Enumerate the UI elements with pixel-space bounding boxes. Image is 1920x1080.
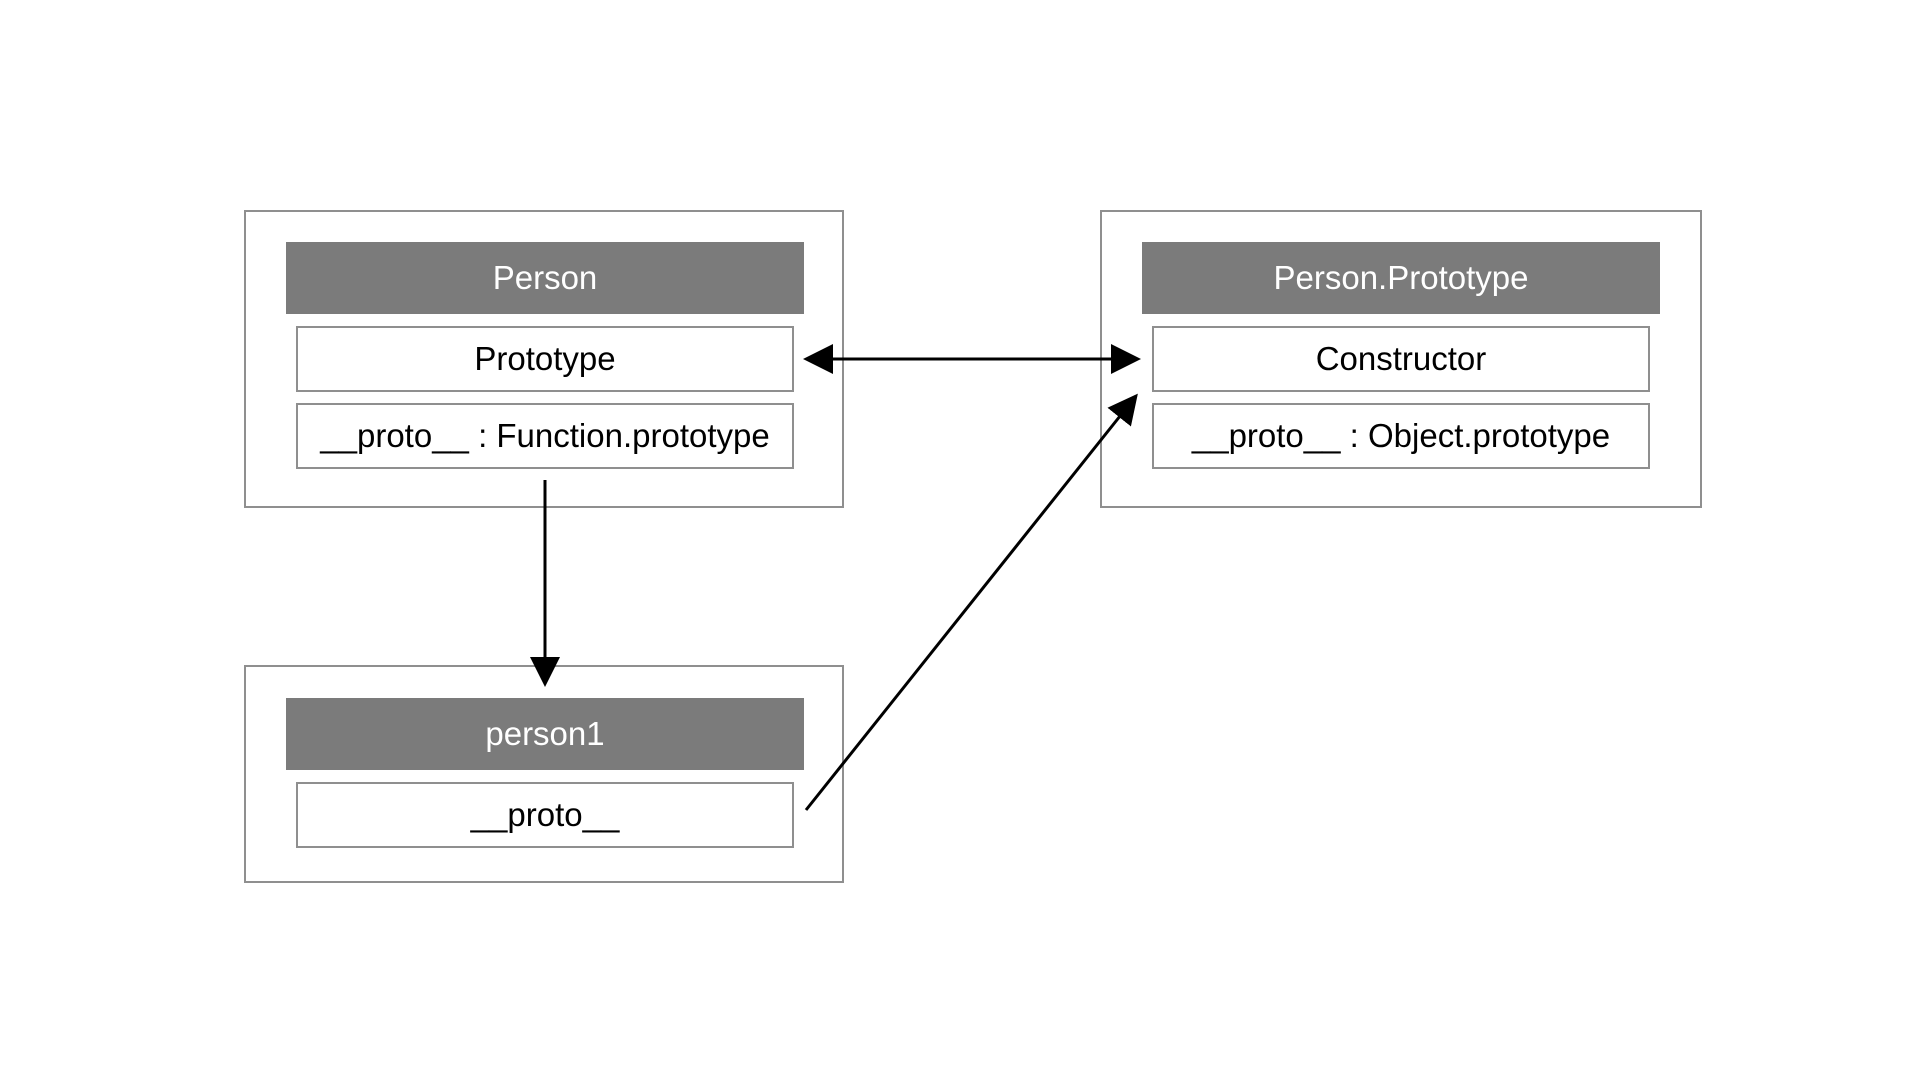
person-prototype-object-title: Person.Prototype xyxy=(1142,242,1660,314)
person1-proto-field: __proto__ xyxy=(296,782,794,848)
constructor-field: Constructor xyxy=(1152,326,1650,392)
person-object-title: Person xyxy=(286,242,804,314)
person-prototype-field: Prototype xyxy=(296,326,794,392)
person1-proto-to-prototype-arrow xyxy=(804,393,1138,811)
person-prototype-proto-field: __proto__ : Object.prototype xyxy=(1152,403,1650,469)
person-proto-field: __proto__ : Function.prototype xyxy=(296,403,794,469)
person1-object-title: person1 xyxy=(286,698,804,770)
